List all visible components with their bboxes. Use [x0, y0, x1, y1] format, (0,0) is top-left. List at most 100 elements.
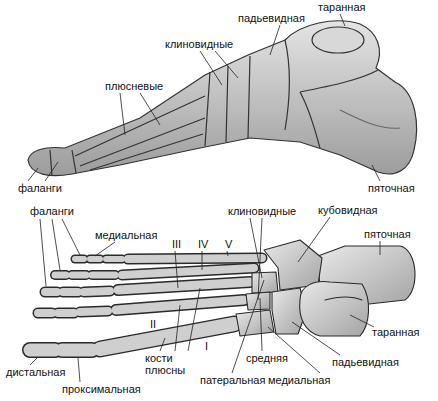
foot-side-view	[312, 27, 364, 53]
bone-fill	[45, 288, 57, 296]
leader-lines	[350, 315, 374, 327]
leader-lines	[95, 242, 115, 256]
bone-outline	[38, 308, 52, 319]
leader-lines	[188, 288, 200, 351]
leader-lines	[175, 251, 178, 288]
foot-side-view	[205, 72, 210, 146]
leader-lines	[160, 338, 165, 351]
foot-side-view	[226, 66, 228, 142]
leader-lines	[215, 51, 238, 78]
bone-fill	[58, 309, 74, 317]
bone-fill	[30, 258, 262, 350]
ray-number: I	[205, 340, 208, 352]
bone-label: клиновидные	[165, 38, 233, 50]
leader-lines	[28, 14, 380, 382]
foot-side-view	[80, 118, 205, 166]
ray-number: IV	[198, 238, 208, 250]
bone-label: кубовидная	[318, 204, 378, 216]
bone-outline	[72, 270, 86, 280]
bone-label: дистальная	[6, 366, 65, 378]
leader-lines	[372, 165, 380, 181]
bone-outline	[55, 270, 66, 280]
bone-outline	[122, 268, 254, 275]
leader-lines	[62, 219, 80, 255]
bone-fill	[128, 258, 262, 259]
leader-lines	[140, 93, 160, 125]
foot-side-view	[340, 110, 400, 128]
foot-side-view	[90, 134, 203, 170]
bone-outline	[30, 258, 262, 350]
leader-lines	[52, 219, 60, 270]
bone-fill	[38, 309, 52, 317]
bone-label: таранная	[372, 326, 420, 338]
bone-outline	[62, 342, 92, 358]
bone-outline	[80, 311, 108, 312]
bone-fill	[80, 311, 108, 312]
leader-lines	[298, 217, 330, 262]
bone-fill	[100, 324, 234, 349]
bone-outline	[58, 308, 74, 319]
leader-lines	[45, 162, 58, 181]
leader-lines	[120, 93, 125, 135]
foot-side-view	[248, 56, 250, 138]
leader-lines	[270, 25, 280, 55]
bone-label: проксимальная	[62, 383, 141, 395]
leader-lines	[380, 241, 381, 255]
bone-outline	[63, 287, 78, 298]
tarsal-bones	[236, 310, 274, 336]
bone-fill	[84, 291, 110, 292]
bone-outline	[92, 270, 115, 280]
bone-label: кости плюсны	[145, 352, 201, 376]
foot-dorsal-view	[30, 240, 415, 350]
foot-side-view	[72, 150, 76, 173]
leader-lines	[340, 14, 345, 26]
bone-fill	[63, 288, 78, 296]
leader-lines	[260, 298, 262, 351]
bone-fill	[72, 272, 86, 279]
tarsal-bones	[300, 282, 369, 336]
leader-lines	[30, 357, 38, 365]
leader-lines	[268, 327, 320, 373]
ray-number: III	[172, 238, 181, 250]
foot-side-view	[300, 92, 320, 148]
bone-outline	[118, 282, 250, 290]
bone-outline	[30, 342, 55, 358]
leader-lines	[40, 219, 46, 286]
bone-label: медиальная	[268, 374, 330, 386]
bone-label: фаланги	[30, 205, 74, 217]
bone-fill	[55, 272, 66, 279]
bone-label: пяточная	[364, 228, 411, 240]
bone-label: падьевидная	[238, 12, 305, 24]
foot-side-view	[28, 21, 417, 176]
bone-outline	[100, 324, 234, 349]
bone-label: патеральная	[200, 374, 265, 386]
bone-fill	[106, 256, 122, 262]
bone-label: средняя	[246, 352, 288, 364]
leader-lines	[202, 251, 203, 270]
bone-outline	[75, 255, 84, 264]
bone-label: пяточная	[368, 182, 415, 194]
leader-lines	[78, 358, 80, 382]
bone-label: клиновидные	[228, 205, 296, 217]
tarsal-bones	[325, 297, 362, 300]
foot-side-view	[300, 70, 378, 92]
leader-lines	[200, 51, 222, 85]
bone-fill	[118, 282, 250, 290]
bone-fill	[62, 344, 92, 357]
ray-number: II	[150, 318, 156, 330]
bone-label: таранная	[318, 1, 366, 13]
leader-lines	[28, 168, 38, 181]
foot-side-view	[28, 21, 417, 176]
ray-number: V	[225, 238, 232, 250]
tarsal-bones	[236, 240, 415, 336]
leader-lines	[227, 251, 228, 256]
tarsal-bones	[252, 272, 278, 293]
leader-lines	[175, 305, 180, 351]
bone-fill	[75, 256, 84, 262]
bone-outline	[128, 258, 262, 259]
bone-fill	[92, 272, 115, 279]
bone-fill	[122, 268, 254, 275]
bone-outline	[106, 255, 122, 264]
bone-outline	[45, 287, 57, 298]
